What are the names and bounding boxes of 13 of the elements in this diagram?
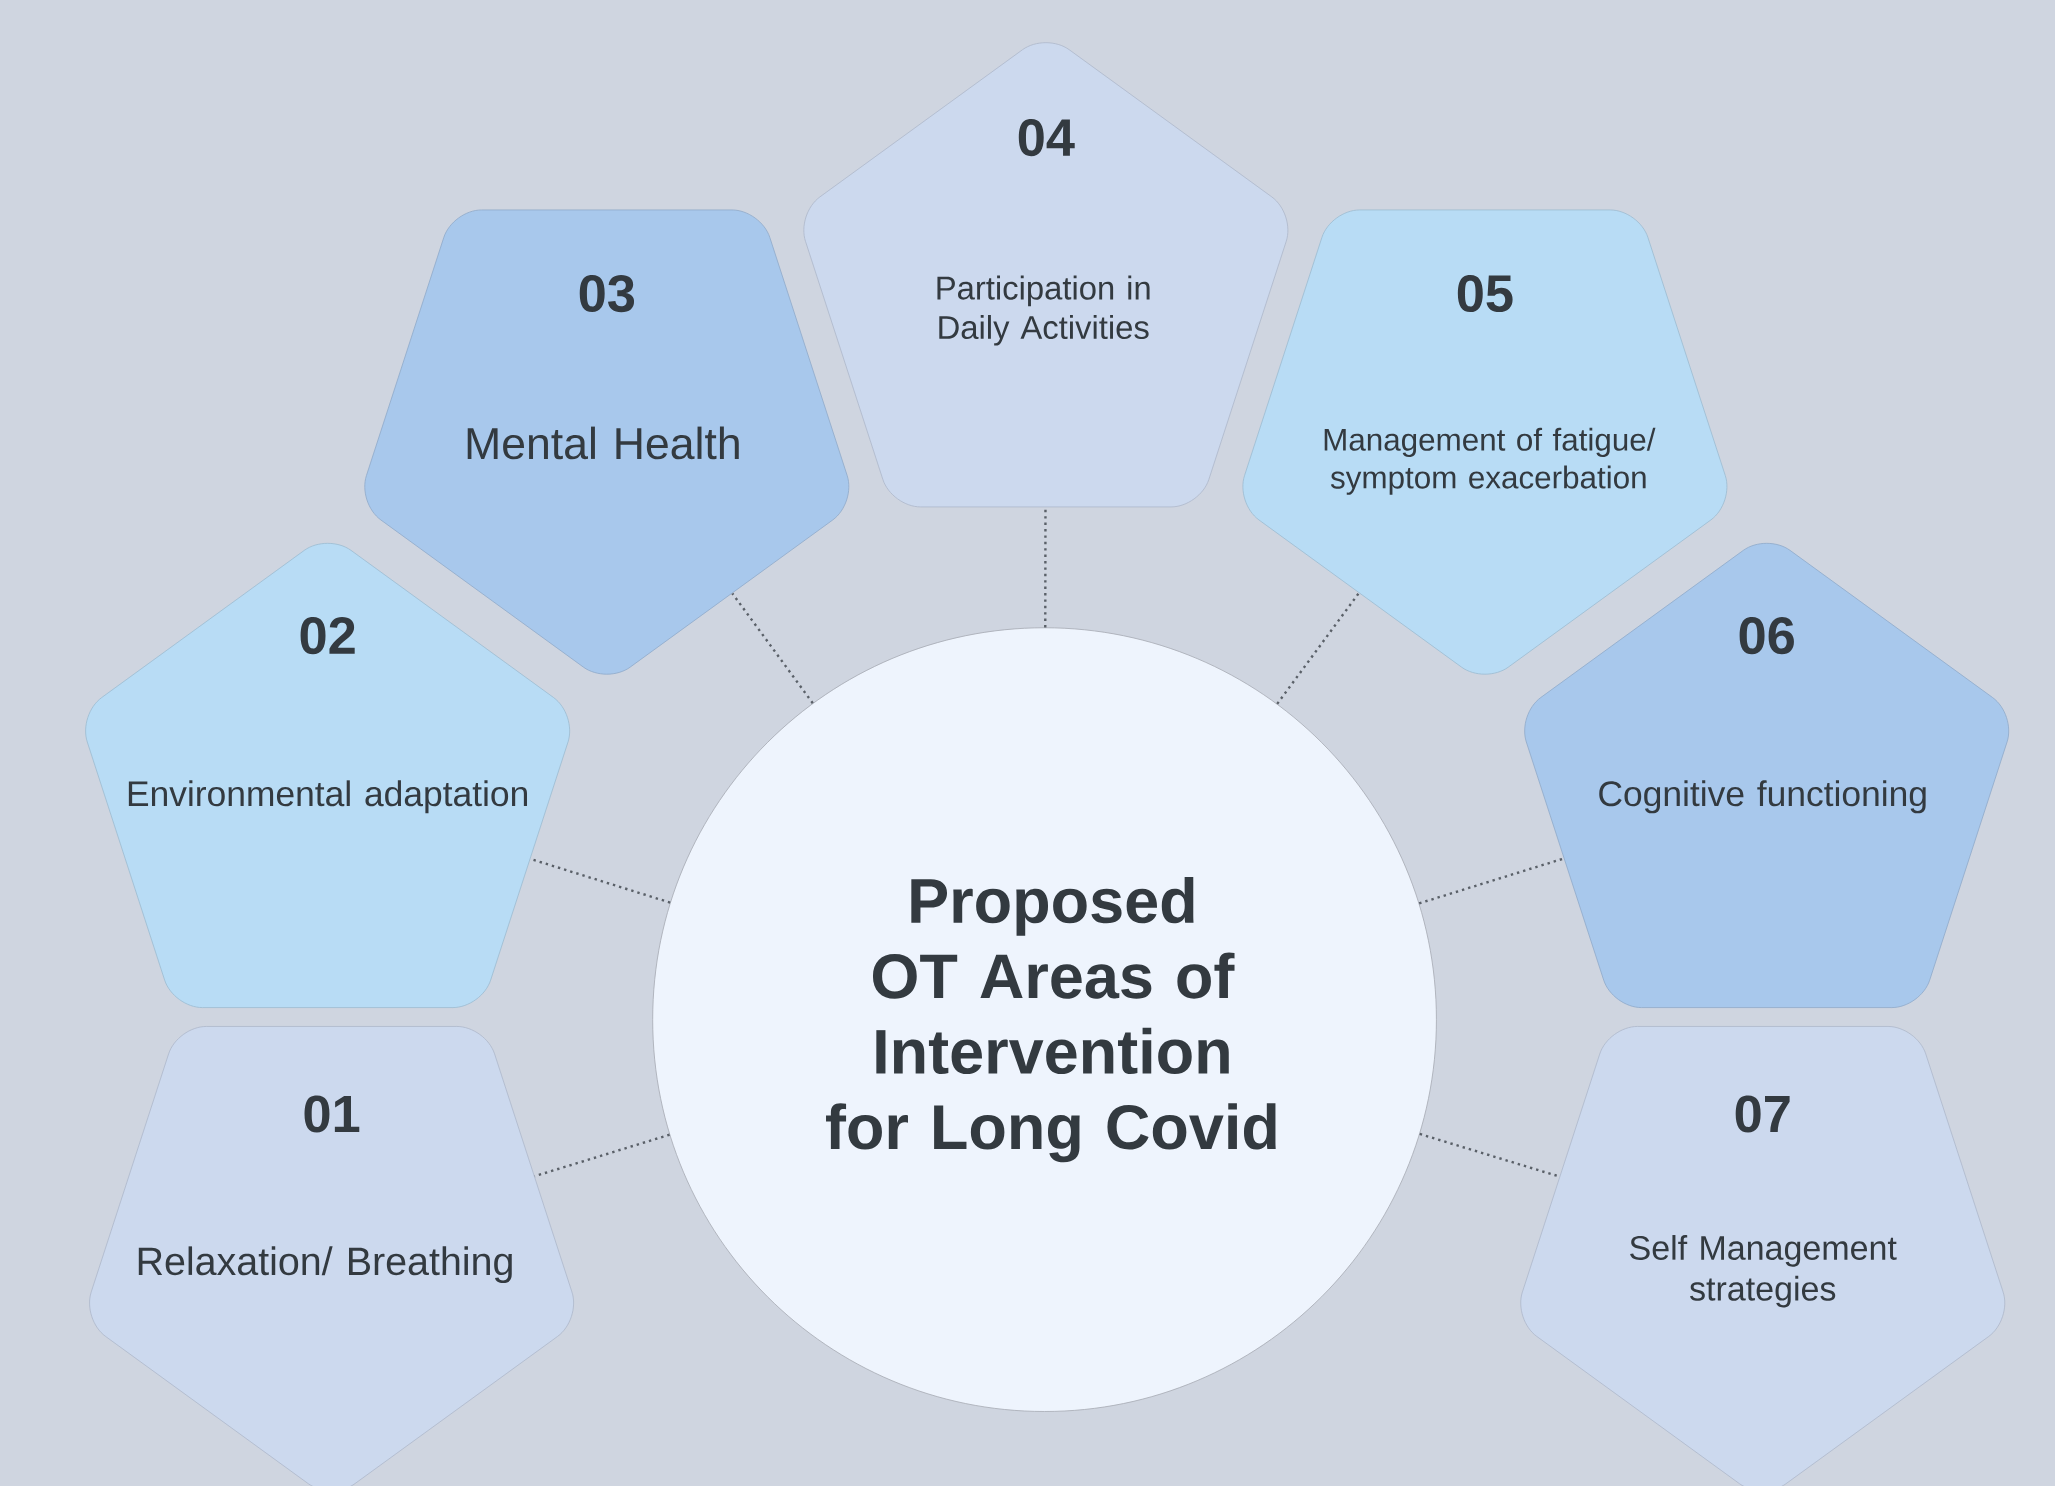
- connector-line: [731, 592, 814, 704]
- connector-line: [1276, 592, 1360, 705]
- connector-line: [1418, 857, 1565, 905]
- pentagon-box: 04 Participation in Daily Activities: [803, 42, 1289, 508]
- pentagon-box: 07 Self Management strategies: [1520, 1025, 2006, 1486]
- connector-line: [530, 857, 671, 904]
- pentagon-box: 06 Cognitive functioning: [1524, 542, 2010, 1008]
- pentagon-box: 03 Mental Health: [364, 209, 850, 675]
- pentagon-box: 01 Relaxation/ Breathing: [89, 1025, 574, 1486]
- pentagon-box: 05 Management of fatigue/ symptom exacerbation: [1242, 209, 1728, 675]
- pentagon-box: 02 Environmental adaptation: [85, 542, 571, 1008]
- connector-line: [1044, 507, 1047, 628]
- connector-line: [1419, 1132, 1560, 1178]
